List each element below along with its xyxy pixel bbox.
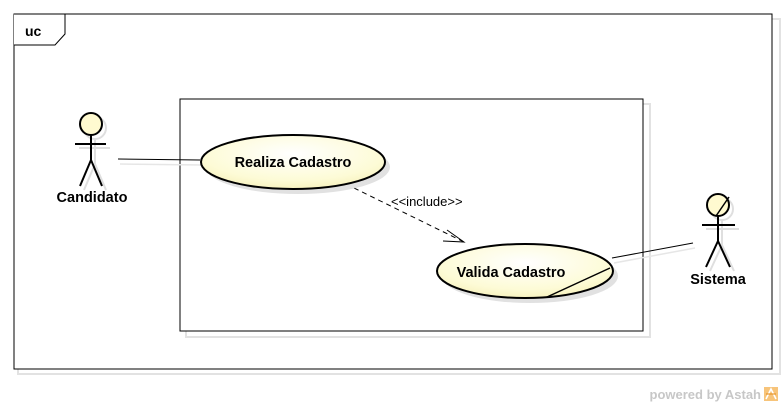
use-case-valida-cadastro	[436, 243, 614, 299]
use-case-corner-line	[546, 267, 611, 298]
actor-sistema	[702, 193, 739, 272]
powered-by-text: powered by Astah	[649, 386, 761, 402]
use-case-label: Realiza Cadastro	[235, 155, 352, 171]
use-case-label: Valida Cadastro	[457, 265, 566, 281]
use-case-realiza-cadastro	[200, 134, 386, 190]
actor-label: Candidato	[57, 190, 128, 206]
actor-label: Sistema	[690, 272, 747, 288]
frame-tag-box	[14, 13, 66, 46]
include-arrowhead	[442, 229, 466, 243]
powered-by-footer: powered by Astah	[650, 385, 778, 403]
frame-tag: uc	[25, 23, 42, 39]
association-sistema	[611, 242, 694, 259]
include-dependency	[353, 187, 465, 243]
astah-logo-icon	[764, 387, 778, 401]
actor-head	[79, 112, 103, 136]
actor-candidato	[75, 112, 110, 191]
association-candidato	[117, 158, 201, 161]
include-label: <<include>>	[391, 194, 463, 209]
